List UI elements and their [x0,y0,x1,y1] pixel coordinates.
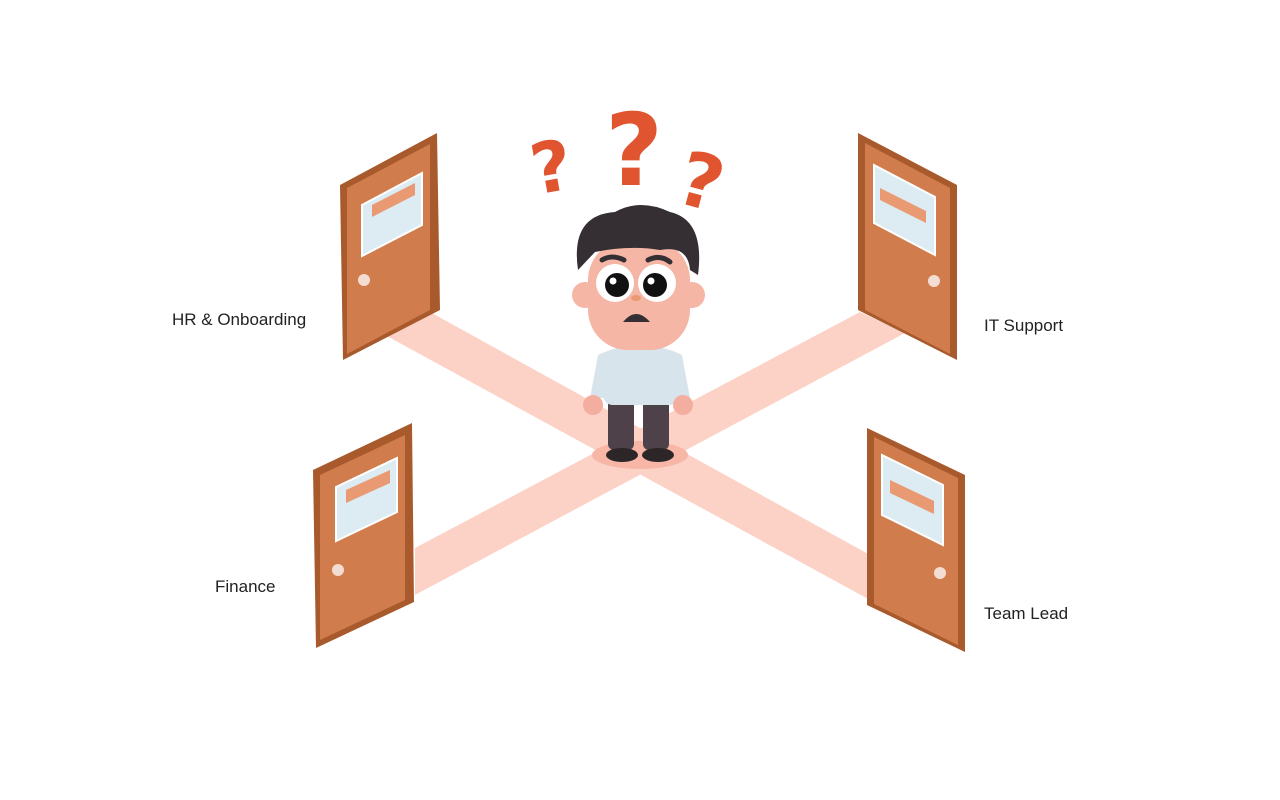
label-finance: Finance [215,577,276,596]
door-team-lead[interactable] [867,428,965,652]
door-hr[interactable] [340,133,440,360]
door-it[interactable] [858,133,957,360]
label-hr-onboarding: HR & Onboarding [172,310,307,329]
label-it-support: IT Support [984,316,1064,335]
confused-person-illustration [572,205,705,469]
door-finance[interactable] [313,423,414,648]
svg-text:?: ? [524,124,578,212]
label-team-lead: Team Lead [984,604,1069,623]
svg-text:?: ? [605,92,663,209]
